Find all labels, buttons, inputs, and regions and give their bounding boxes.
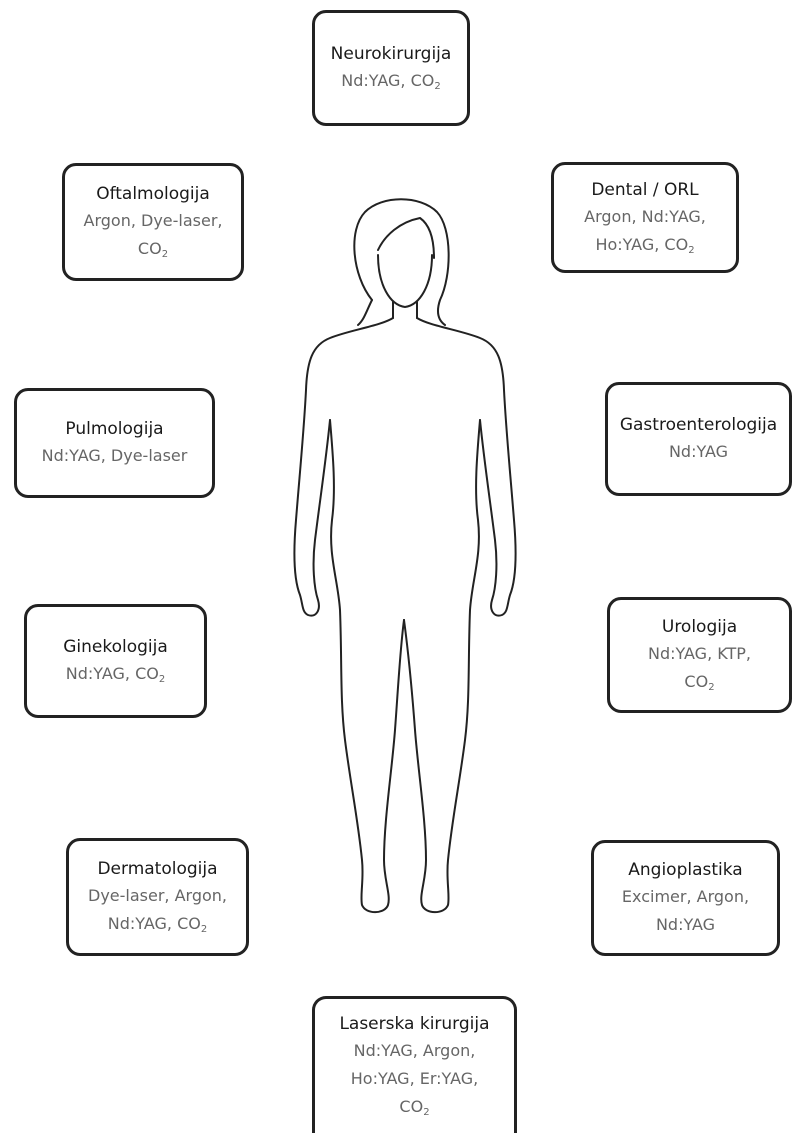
lasers-urologija-line1: Nd:YAG, KTP, bbox=[648, 640, 751, 668]
lasers-angioplastika-line2: Nd:YAG bbox=[656, 911, 715, 939]
box-oftalmologija: Oftalmologija Argon, Dye-laser, CO2 bbox=[62, 163, 244, 281]
title-ginekologija: Ginekologija bbox=[63, 634, 168, 660]
title-dental-orl: Dental / ORL bbox=[591, 177, 698, 203]
lasers-ginekologija: Nd:YAG, CO2 bbox=[66, 660, 165, 688]
title-neurokirurgija: Neurokirurgija bbox=[331, 41, 452, 67]
lasers-laserska-line1: Nd:YAG, Argon, bbox=[354, 1037, 476, 1065]
box-gastroenterologija: Gastroenterologija Nd:YAG bbox=[605, 382, 792, 496]
box-dermatologija: Dermatologija Dye-laser, Argon, Nd:YAG, … bbox=[66, 838, 249, 956]
lasers-neurokirurgija: Nd:YAG, CO2 bbox=[341, 67, 440, 95]
title-laserska-kirurgija: Laserska kirurgija bbox=[339, 1011, 489, 1037]
lasers-gastroenterologija: Nd:YAG bbox=[669, 438, 728, 466]
box-dental-orl: Dental / ORL Argon, Nd:YAG, Ho:YAG, CO2 bbox=[551, 162, 739, 273]
title-urologija: Urologija bbox=[662, 614, 737, 640]
box-angioplastika: Angioplastika Excimer, Argon, Nd:YAG bbox=[591, 840, 780, 956]
lasers-laserska-line2: Ho:YAG, Er:YAG, bbox=[351, 1065, 478, 1093]
lasers-dermatologija-line2: Nd:YAG, CO2 bbox=[108, 910, 207, 938]
box-laserska-kirurgija: Laserska kirurgija Nd:YAG, Argon, Ho:YAG… bbox=[312, 996, 517, 1133]
title-gastroenterologija: Gastroenterologija bbox=[620, 412, 777, 438]
box-urologija: Urologija Nd:YAG, KTP, CO2 bbox=[607, 597, 792, 713]
lasers-urologija-line2: CO2 bbox=[684, 668, 714, 696]
lasers-oftalmologija-line2: CO2 bbox=[138, 235, 168, 263]
lasers-laserska-line3: CO2 bbox=[399, 1093, 429, 1121]
lasers-dermatologija-line1: Dye-laser, Argon, bbox=[88, 882, 227, 910]
title-dermatologija: Dermatologija bbox=[97, 856, 217, 882]
lasers-angioplastika-line1: Excimer, Argon, bbox=[622, 883, 749, 911]
box-neurokirurgija: Neurokirurgija Nd:YAG, CO2 bbox=[312, 10, 470, 126]
title-oftalmologija: Oftalmologija bbox=[96, 181, 210, 207]
lasers-dental-line2: Ho:YAG, CO2 bbox=[595, 231, 694, 259]
lasers-dental-line1: Argon, Nd:YAG, bbox=[584, 203, 706, 231]
title-angioplastika: Angioplastika bbox=[628, 857, 742, 883]
box-pulmologija: Pulmologija Nd:YAG, Dye-laser bbox=[14, 388, 215, 498]
lasers-oftalmologija-line1: Argon, Dye-laser, bbox=[84, 207, 223, 235]
box-ginekologija: Ginekologija Nd:YAG, CO2 bbox=[24, 604, 207, 718]
title-pulmologija: Pulmologija bbox=[65, 416, 163, 442]
lasers-pulmologija: Nd:YAG, Dye-laser bbox=[42, 442, 188, 470]
